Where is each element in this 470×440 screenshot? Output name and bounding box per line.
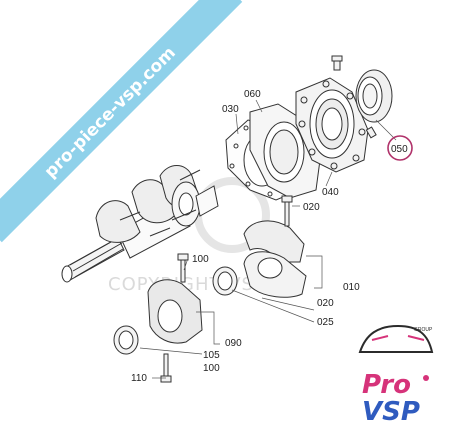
logo-vsp-text: VSP [362, 397, 420, 427]
bearing-case-upper [212, 220, 307, 298]
callout-100-lower: 100 [203, 363, 220, 374]
callout-010: 010 [343, 282, 360, 293]
housing-bolts [331, 55, 377, 139]
bolt-100 [177, 253, 189, 283]
callout-050: 050 [391, 144, 408, 155]
callout-030: 030 [222, 104, 239, 115]
logo-pro-text: Pro [362, 370, 411, 400]
logo-dot [423, 375, 429, 381]
logo-group-text: GROUP [414, 327, 433, 333]
callout-090: 090 [225, 338, 242, 349]
site-banner-band [0, 0, 243, 243]
car-silhouette [358, 324, 434, 353]
bearing-case-lower [113, 279, 203, 355]
callout-025: 025 [317, 317, 334, 328]
callout-105: 105 [203, 350, 220, 361]
provsp-logo: GROUP Pro VSP [358, 324, 434, 427]
callout-060: 060 [244, 89, 261, 100]
bolt-110 [160, 353, 172, 383]
oil-seal-050 [355, 69, 393, 123]
callout-100-upper: 100 [192, 254, 209, 265]
site-banner-text: pro-piece-vsp.com [41, 43, 180, 182]
callout-040: 040 [322, 187, 339, 198]
bolt-020 [281, 195, 293, 227]
crankshaft [61, 165, 219, 283]
callout-020-lower: 020 [317, 298, 334, 309]
callout-labels: 030 060 040 020 010 020 025 090 100 105 … [131, 89, 413, 384]
callout-050-ring [387, 135, 413, 161]
callout-110: 110 [131, 373, 147, 384]
callout-020-upper: 020 [303, 202, 320, 213]
leader-lines [139, 99, 397, 379]
housing-040 [295, 77, 369, 173]
